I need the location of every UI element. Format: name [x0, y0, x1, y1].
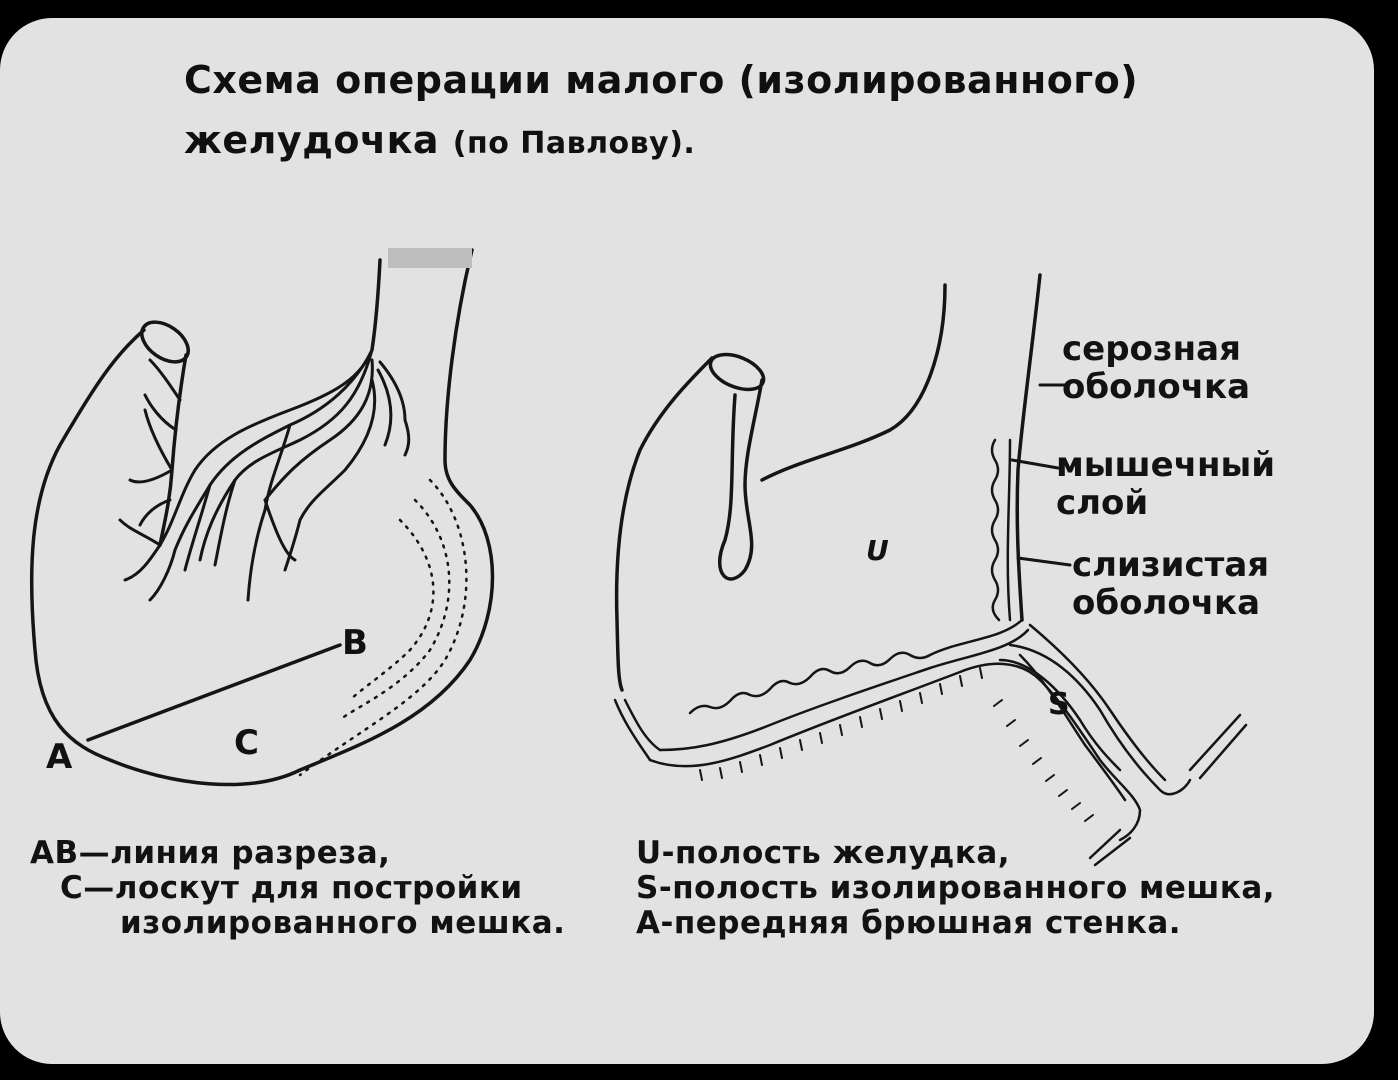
mucous-line-2: оболочка: [1072, 583, 1261, 623]
legend-left-line-1: AB—линия разреза,: [30, 835, 391, 871]
slide-background: [0, 18, 1374, 1064]
right-pouch-figure: [613, 273, 1248, 867]
point-a-label: A: [46, 737, 73, 777]
serous-line-2: оболочка: [1062, 367, 1251, 407]
title-line-2-small: (по Павлову).: [452, 126, 696, 161]
right-lesser-curvature: [760, 283, 947, 482]
legend-left: AB—линия разреза, C—лоскут для постройки…: [30, 836, 565, 941]
vessel-tree: [118, 348, 411, 602]
right-esophagus-inner: [718, 378, 764, 581]
legend-left-line-3: изолированного мешка.: [120, 905, 566, 941]
legend-right: U-полость желудка, S-полость изолированн…: [636, 836, 1275, 941]
title-line-2: желудочка (по Павлову).: [184, 118, 695, 162]
cut-line-ab: [86, 643, 342, 742]
muscle-line-2: слой: [1056, 483, 1149, 523]
muscle-line-1: мышечный: [1056, 445, 1276, 485]
left-stomach-figure: [29, 248, 495, 787]
flap-c-label: C: [234, 723, 259, 763]
muscle-layer-label: мышечный слой: [1056, 446, 1275, 522]
duodenum-edge: [370, 258, 382, 352]
mucous-line-1: слизистая: [1072, 545, 1270, 585]
muscle-leader-line: [1010, 458, 1060, 470]
mucous-layer-label: слизистая оболочка: [1072, 546, 1269, 622]
legend-left-line-2: C—лоскут для постройки: [60, 870, 523, 906]
isolated-pouch-outline: [1008, 643, 1192, 796]
stomach-outline: [29, 248, 495, 787]
cavity-s-label: S: [1048, 687, 1070, 722]
legend-right-line-1: U-полость желудка,: [636, 835, 1011, 871]
legend-right-line-2: S-полость изолированного мешка,: [636, 870, 1276, 906]
point-b-label: B: [342, 623, 368, 663]
title-line-1: Схема операции малого (изолированного): [184, 58, 1139, 102]
right-duodenum-wall: [1015, 273, 1042, 622]
serous-layer-label: серозная оболочка: [1062, 330, 1250, 406]
serous-line-1: серозная: [1062, 329, 1241, 369]
title-line-2-main: желудочка: [184, 118, 440, 162]
cavity-u-label: U: [866, 534, 889, 567]
right-stomach-outline: [614, 356, 714, 692]
dotted-curvature-lines: [298, 478, 468, 777]
mucous-leader-line: [1016, 556, 1072, 567]
mucosa-wavy-lines: [613, 438, 1248, 867]
abdominal-wall-hatching: [699, 667, 1094, 822]
legend-right-line-3: A-передняя брюшная стенка.: [636, 905, 1182, 941]
duodenum-shading: [388, 248, 472, 268]
